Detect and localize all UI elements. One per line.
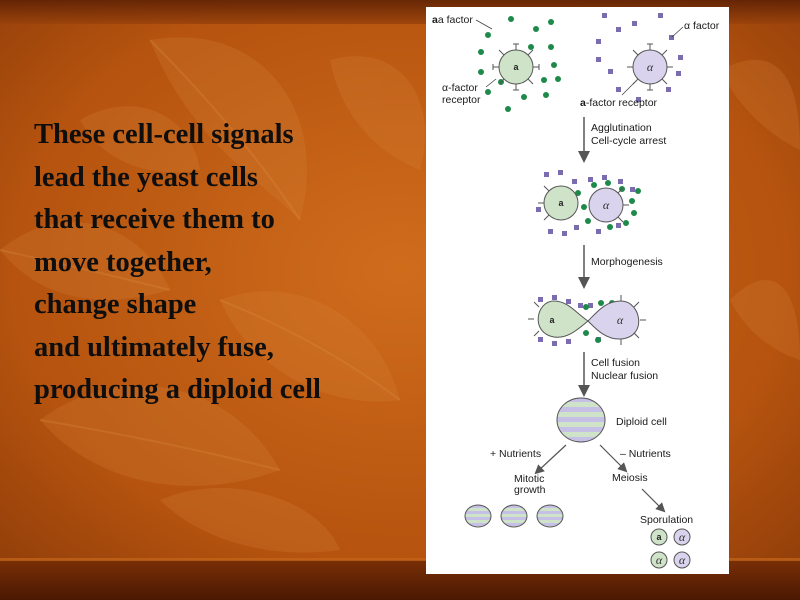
yeast-mating-diagram: a α <box>426 7 729 574</box>
cell-a-glyph: a <box>513 62 519 72</box>
mitotic-label-2: growth <box>514 484 546 496</box>
a-factor-receptor-label: a-factor receptor <box>580 97 658 109</box>
spore-alpha-glyph: α <box>679 553 686 567</box>
mitotic-progeny <box>464 504 564 528</box>
alpha-factor-receptor-label-2: receptor <box>442 94 481 106</box>
spore-alpha-glyph: α <box>656 553 663 567</box>
step3-label-1: Cell fusion <box>591 357 640 369</box>
a-factor-label: aa factor <box>432 14 473 26</box>
agg-cell-a-glyph: a <box>558 198 564 208</box>
diploid-cell <box>556 397 606 443</box>
spore-alpha-glyph: α <box>679 530 686 544</box>
spores: a α α α <box>650 528 691 569</box>
step1-label-1: Agglutination <box>591 122 652 134</box>
arrow-sporulation <box>641 488 666 513</box>
spore-a-glyph: a <box>656 532 662 542</box>
alpha-factor-label: α factor <box>684 20 720 32</box>
body-line: producing a diploid cell <box>34 374 321 405</box>
shmoo-cells: a α <box>528 295 646 346</box>
body-line: lead the yeast cells <box>34 161 258 193</box>
meiosis-label: Meiosis <box>612 472 648 484</box>
leaf-veins <box>0 39 401 471</box>
agg-cell-alpha-glyph: α <box>603 198 610 212</box>
body-line: change shape <box>34 289 197 320</box>
minus-nutrients-label: – Nutrients <box>620 448 671 460</box>
step2-label: Morphogenesis <box>591 256 663 268</box>
shmoo-cell-alpha-glyph: α <box>617 313 624 327</box>
arrow-meiosis <box>599 444 628 473</box>
alpha-cell-group: α <box>596 13 683 102</box>
arrow-mitotic <box>534 444 567 475</box>
body-line: move together, <box>34 246 212 278</box>
slide-body-text: These cell-cell signals lead the yeast c… <box>34 114 414 412</box>
body-line: and ultimately fuse, <box>34 331 274 363</box>
sporulation-label: Sporulation <box>640 514 693 526</box>
cell-alpha-glyph: α <box>647 60 654 74</box>
leaf-pattern <box>0 37 800 553</box>
step3-label-2: Nuclear fusion <box>591 370 658 382</box>
a-cell-group: a <box>478 16 561 112</box>
alpha-factor-squares <box>596 13 683 102</box>
agglutinated-cells: a α <box>536 170 641 236</box>
plus-nutrients-label: + Nutrients <box>490 448 541 460</box>
body-line: These cell-cell signals <box>34 119 294 150</box>
alpha-factor-receptor-label-1: α-factor <box>442 82 478 94</box>
diploid-label: Diploid cell <box>616 416 667 428</box>
mitotic-label-1: Mitotic <box>514 473 544 485</box>
body-line: that receive them to <box>34 204 275 235</box>
shmoo-cell-a-glyph: a <box>549 315 555 325</box>
step1-label-2: Cell-cycle arrest <box>591 135 666 147</box>
